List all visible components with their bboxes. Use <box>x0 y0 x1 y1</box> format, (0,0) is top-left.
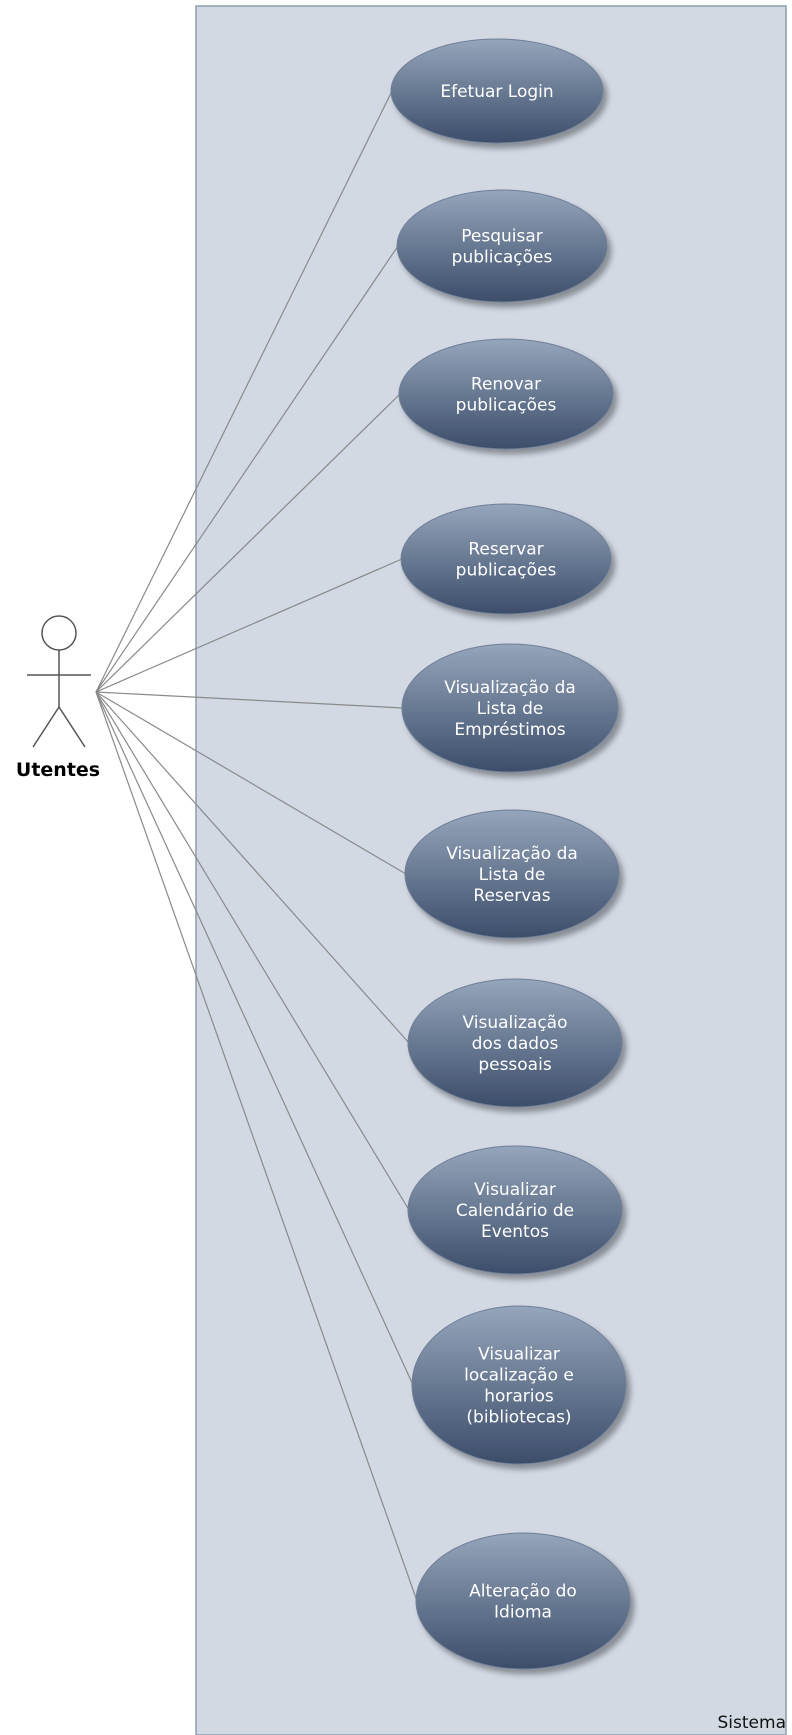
use-case-label: Visualização da <box>446 844 578 864</box>
use-cases: Efetuar LoginPesquisarpublicaçõesRenovar… <box>390 38 631 1670</box>
association-line <box>95 691 407 875</box>
use-case-label: Alteração do <box>469 1582 577 1602</box>
use-case-label: Lista de <box>479 865 546 885</box>
use-case-ellipse <box>411 1305 627 1465</box>
association-line <box>95 393 401 693</box>
use-case-ellipse <box>396 189 608 303</box>
use-case-label: (bibliotecas) <box>466 1408 571 1428</box>
use-case-ellipse <box>415 1532 631 1670</box>
actor-utentes <box>27 615 91 748</box>
system-label: Sistema <box>718 1713 786 1733</box>
actor-label: Utentes <box>16 759 100 781</box>
use-case-label: Visualizar <box>478 1345 560 1365</box>
use-case-label: horarios <box>484 1387 554 1407</box>
association-line <box>95 691 410 1211</box>
use-case-label: Eventos <box>481 1222 549 1242</box>
association-line <box>95 691 404 709</box>
actor-left-leg <box>32 706 60 748</box>
association-line <box>95 245 399 693</box>
use-case-label: Pesquisar <box>461 227 543 247</box>
use-case-label: Visualização da <box>444 678 576 698</box>
use-case-label: Visualizar <box>474 1180 556 1200</box>
use-case-label: publicações <box>456 561 557 581</box>
actor-right-leg <box>58 706 86 748</box>
association-lines <box>95 90 418 1602</box>
use-case-label: publicações <box>452 248 553 268</box>
association-line <box>95 691 418 1602</box>
use-case-label: Renovar <box>471 375 541 395</box>
use-case-label: pessoais <box>478 1055 552 1075</box>
use-case-ellipse <box>407 978 623 1108</box>
use-case-label: dos dados <box>472 1034 559 1054</box>
actor-head-icon <box>41 615 77 651</box>
use-case-label: localização e <box>464 1366 574 1386</box>
use-case-label: publicações <box>456 396 557 416</box>
use-case-label: Efetuar Login <box>440 82 553 102</box>
association-line <box>95 691 414 1386</box>
use-case-label: Lista de <box>477 699 544 719</box>
use-case: Efetuar Login <box>390 38 604 144</box>
use-case-ellipse <box>400 503 612 615</box>
use-case-label: Visualização <box>463 1013 568 1033</box>
association-line <box>95 558 403 693</box>
use-case-label: Reservar <box>468 540 543 560</box>
association-line <box>95 90 393 693</box>
use-case-label: Idioma <box>494 1603 552 1623</box>
association-line <box>95 691 410 1044</box>
use-case-ellipse <box>407 1145 623 1275</box>
use-case-label: Reservas <box>473 886 550 906</box>
use-case-label: Empréstimos <box>454 720 565 740</box>
use-case-ellipse <box>404 809 620 939</box>
use-case-ellipse <box>401 643 619 773</box>
use-case-ellipse <box>390 38 604 144</box>
use-case-ellipse <box>398 338 614 450</box>
use-case-label: Calendário de <box>456 1201 574 1221</box>
